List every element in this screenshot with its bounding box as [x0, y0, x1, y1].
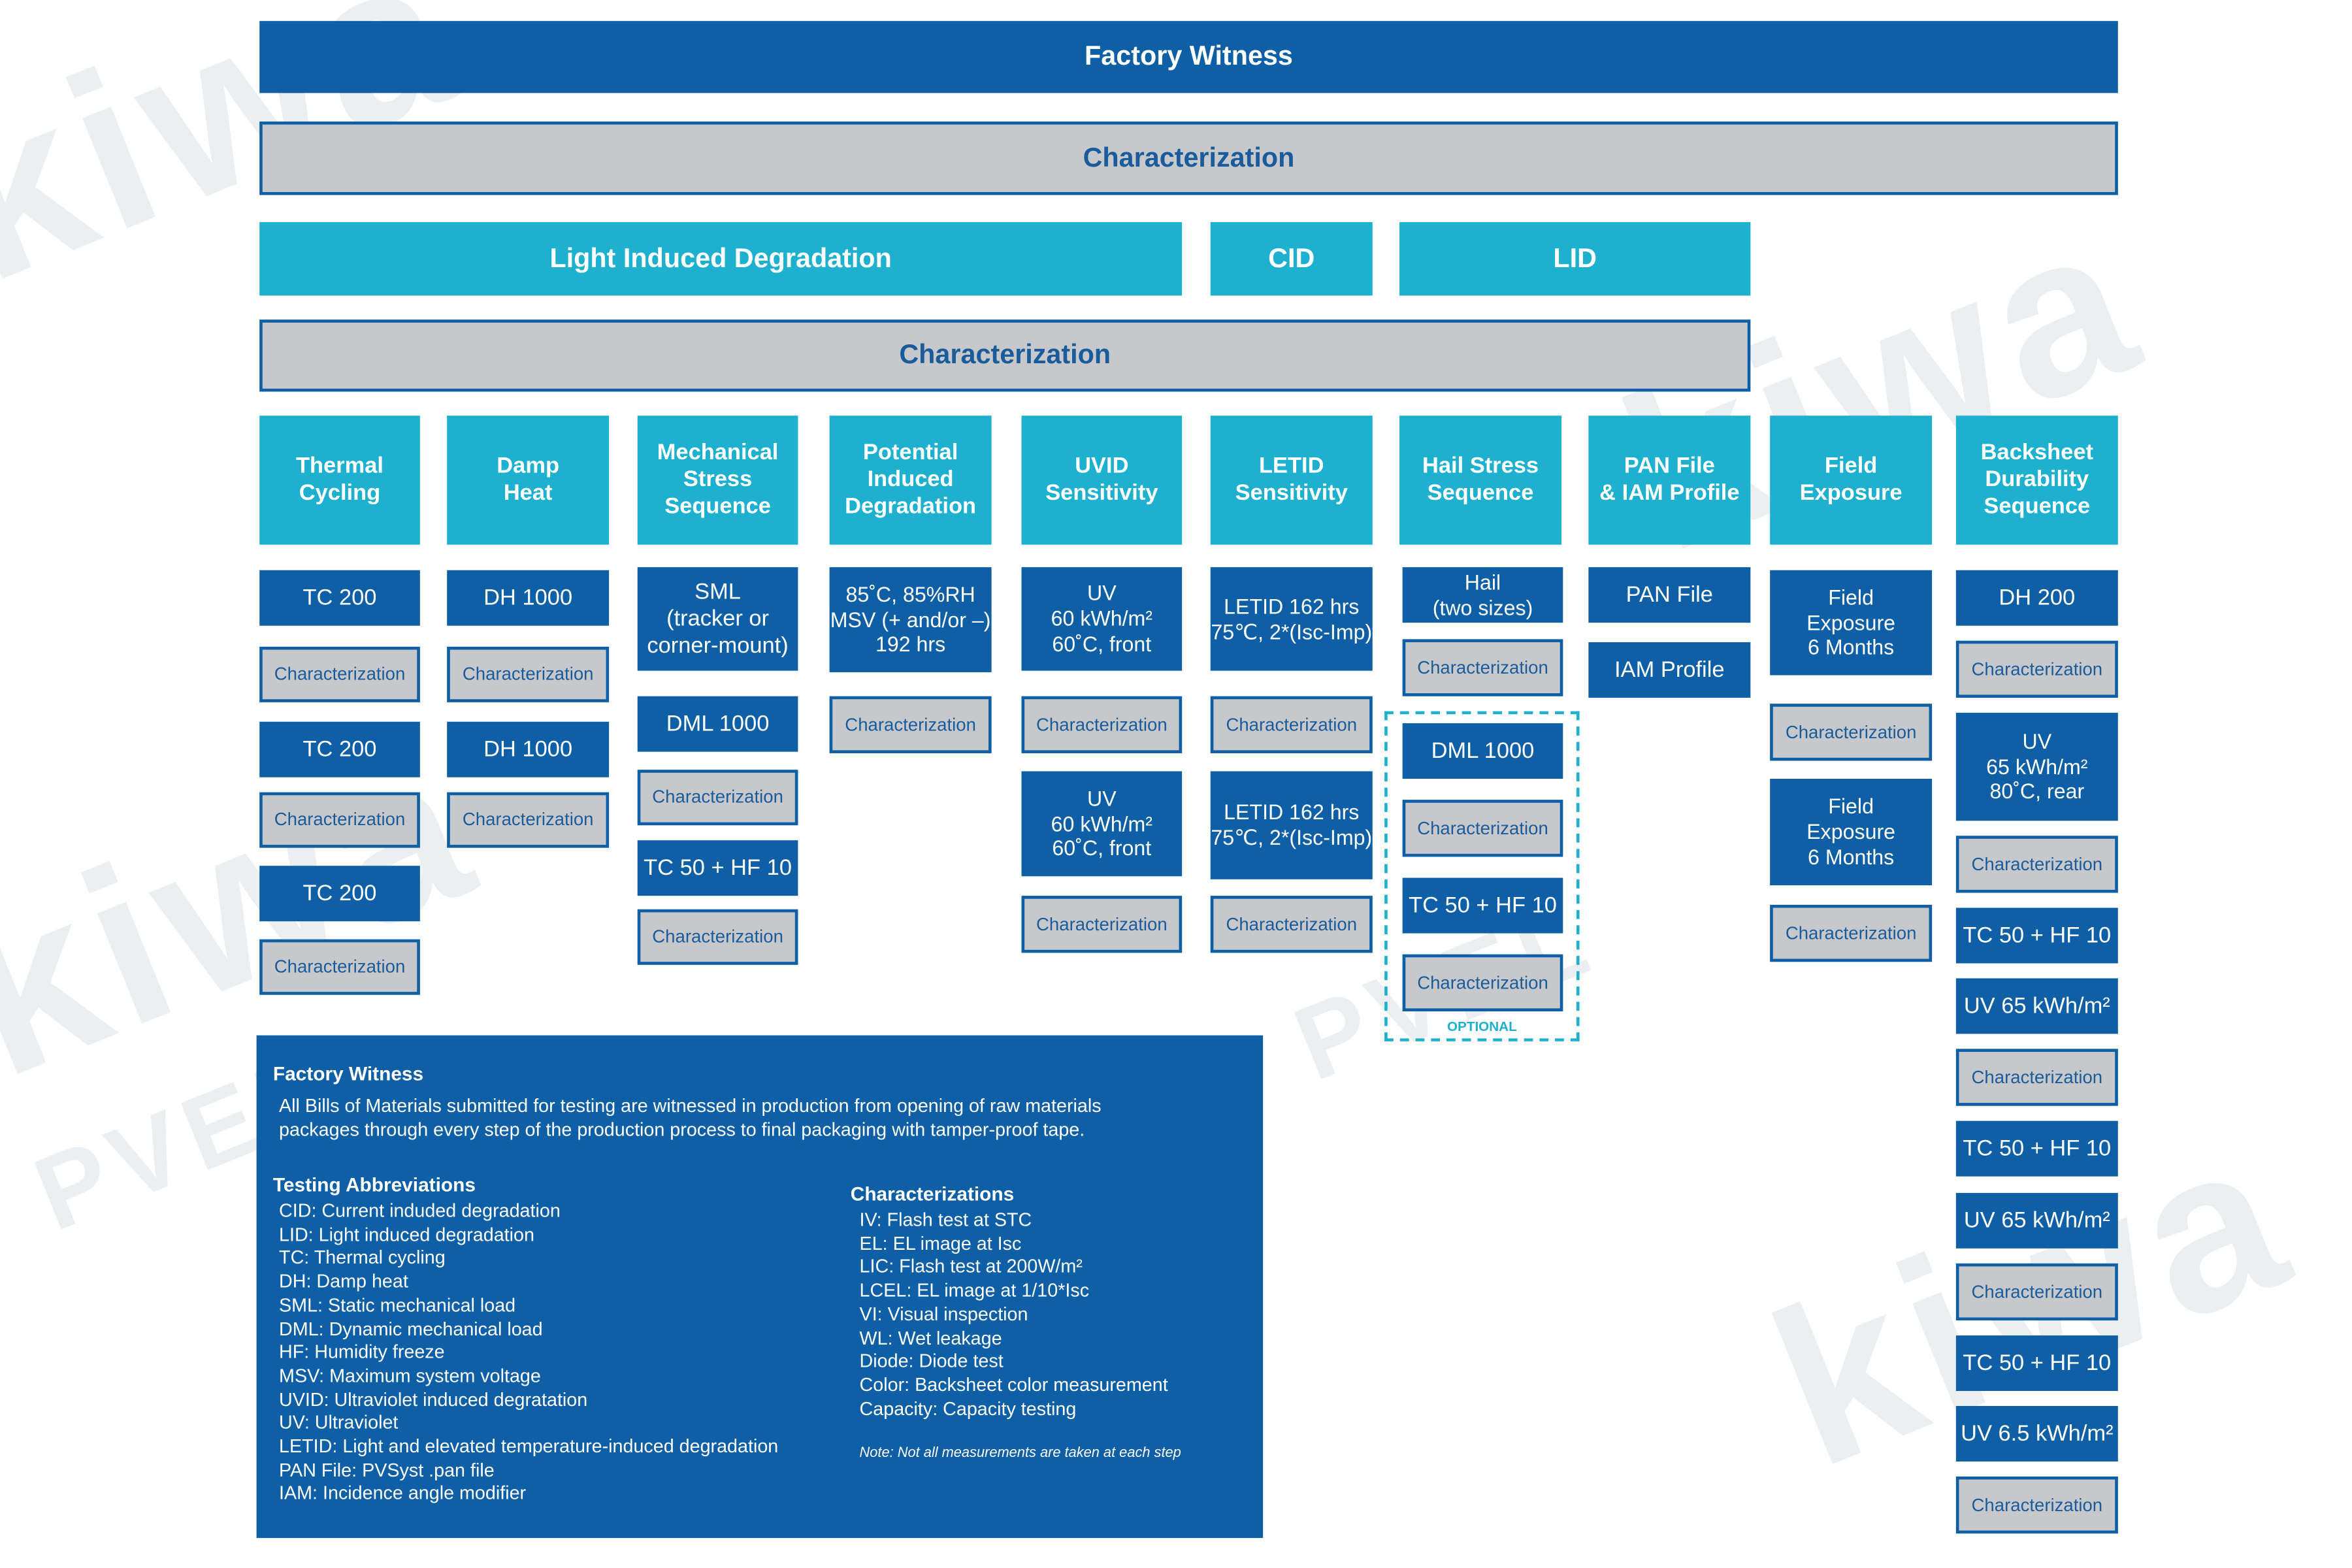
- characterization-step: Characterization: [1955, 1476, 2118, 1534]
- step-box: TC 50 + HF 10: [1402, 877, 1563, 934]
- step-box: UV 65 kWh/m² 80˚C, rear: [1955, 712, 2118, 821]
- list-item: DML: Dynamic mechanical load: [279, 1318, 543, 1339]
- step-box: UV 6.5 kWh/m²: [1955, 1406, 2118, 1462]
- list-item: IV: Flash test at STC: [859, 1209, 1032, 1231]
- column-header-mechanical-stress: Mechanical Stress Sequence: [637, 416, 798, 545]
- characterizations-list: IV: Flash test at STC EL: EL image at Is…: [860, 1209, 1168, 1422]
- characterization-step: Characterization: [1021, 896, 1183, 953]
- step-box: DH 200: [1955, 570, 2118, 626]
- list-item: Capacity: Capacity testing: [859, 1397, 1077, 1419]
- characterization-step: Characterization: [1210, 696, 1373, 753]
- step-box: UV 60 kWh/m² 60˚C, front: [1021, 771, 1183, 877]
- step-box: 85˚C, 85%RH MSV (+ and/or –) 192 hrs: [829, 567, 992, 672]
- characterization-step: Characterization: [259, 646, 420, 702]
- list-item: Color: Backsheet color measurement: [859, 1374, 1168, 1396]
- step-box: IAM Profile: [1588, 642, 1751, 698]
- legend-note: Note: Not all measurements are taken at …: [859, 1445, 1181, 1462]
- column-header-damp-heat: Damp Heat: [447, 416, 610, 545]
- list-item: LID: Light induced degradation: [279, 1224, 534, 1245]
- list-item: CID: Current induded degradation: [279, 1200, 561, 1222]
- step-box: TC 50 + HF 10: [637, 840, 798, 896]
- characterization-step: Characterization: [1770, 904, 1933, 962]
- legend-panel: Factory Witness All Bills of Materials s…: [256, 1035, 1264, 1539]
- characterization-step: Characterization: [1770, 704, 1933, 761]
- factory-witness-banner: Factory Witness: [259, 21, 2118, 93]
- characterization-step: Characterization: [259, 939, 420, 995]
- list-item: LETID: Light and elevated temperature-in…: [279, 1436, 779, 1458]
- legend-abbreviations-title: Testing Abbreviations: [272, 1173, 476, 1196]
- list-item: LCEL: EL image at 1/10*Isc: [859, 1280, 1090, 1301]
- list-item: VI: Visual inspection: [859, 1303, 1028, 1325]
- list-item: TC: Thermal cycling: [279, 1247, 446, 1269]
- characterization-step: Characterization: [1955, 1049, 2118, 1106]
- list-item: Diode: Diode test: [859, 1350, 1004, 1372]
- step-box: TC 50 + HF 10: [1955, 1120, 2118, 1177]
- list-item: LIC: Flash test at 200W/m²: [859, 1256, 1083, 1278]
- step-box: DML 1000: [637, 696, 798, 752]
- step-box: TC 200: [259, 570, 420, 626]
- optional-group: [1384, 711, 1580, 1041]
- legend-factory-witness-title: Factory Witness: [272, 1062, 424, 1085]
- characterization-step: Characterization: [1955, 640, 2118, 698]
- characterization-step: Characterization: [1402, 954, 1563, 1011]
- abbreviations-list: CID: Current induded degradation LID: Li…: [279, 1200, 778, 1507]
- step-box: DH 1000: [447, 721, 610, 777]
- step-box: UV 65 kWh/m²: [1955, 1192, 2118, 1249]
- step-box: Hail (two sizes): [1402, 567, 1563, 623]
- step-box: TC 50 + HF 10: [1955, 907, 2118, 964]
- characterization-step: Characterization: [637, 909, 798, 965]
- step-box: SML (tracker or corner-mount): [637, 567, 798, 671]
- step-box: Field Exposure 6 Months: [1770, 778, 1933, 886]
- column-header-pan-iam: PAN File & IAM Profile: [1588, 416, 1751, 545]
- column-header-uvid: UVID Sensitivity: [1021, 416, 1183, 545]
- list-item: PAN File: PVSyst .pan file: [279, 1460, 495, 1481]
- optional-label: OPTIONAL: [1446, 1019, 1517, 1034]
- characterization-step: Characterization: [1955, 1263, 2118, 1321]
- column-header-thermal-cycling: Thermal Cycling: [259, 416, 420, 545]
- characterization-step: Characterization: [447, 646, 610, 702]
- step-box: PAN File: [1588, 567, 1751, 623]
- characterization-banner-secondary: Characterization: [259, 319, 1751, 392]
- characterization-step: Characterization: [1955, 836, 2118, 893]
- list-item: IAM: Incidence angle modifier: [279, 1483, 527, 1505]
- step-box: TC 200: [259, 721, 420, 777]
- step-box: Field Exposure 6 Months: [1770, 570, 1933, 676]
- list-item: SML: Static mechanical load: [279, 1294, 516, 1316]
- column-header-pid: Potential Induced Degradation: [829, 416, 992, 545]
- characterization-step: Characterization: [637, 770, 798, 826]
- light-induced-degradation-banner: Light Induced Degradation: [259, 221, 1183, 296]
- step-box: TC 50 + HF 10: [1955, 1335, 2118, 1392]
- step-box: LETID 162 hrs 75℃, 2*(Isc-Imp): [1210, 771, 1373, 879]
- characterization-step: Characterization: [1402, 639, 1563, 696]
- list-item: UVID: Ultraviolet induced degratation: [279, 1388, 588, 1411]
- cid-banner: CID: [1210, 221, 1373, 296]
- step-box: UV 65 kWh/m²: [1955, 978, 2118, 1034]
- step-box: LETID 162 hrs 75℃, 2*(Isc-Imp): [1210, 567, 1373, 671]
- list-item: HF: Humidity freeze: [279, 1341, 445, 1363]
- list-item: UV: Ultraviolet: [279, 1412, 399, 1434]
- step-box: TC 200: [259, 866, 420, 922]
- legend-characterizations-title: Characterizations: [850, 1182, 1015, 1205]
- step-box: UV 60 kWh/m² 60˚C, front: [1021, 567, 1183, 671]
- list-item: DH: Damp heat: [279, 1271, 408, 1292]
- column-header-backsheet: Backsheet Durability Sequence: [1955, 416, 2118, 545]
- characterization-step: Characterization: [829, 696, 992, 753]
- characterization-step: Characterization: [1210, 896, 1373, 953]
- list-item: WL: Wet leakage: [859, 1327, 1002, 1348]
- characterization-banner: Characterization: [259, 122, 2118, 195]
- list-item: MSV: Maximum system voltage: [279, 1365, 541, 1386]
- column-header-letid: LETID Sensitivity: [1210, 416, 1373, 545]
- characterization-step: Characterization: [1021, 696, 1183, 753]
- column-header-field-exposure: Field Exposure: [1770, 416, 1933, 545]
- legend-factory-witness-text: All Bills of Materials submitted for tes…: [279, 1095, 1102, 1141]
- list-item: EL: EL image at Isc: [859, 1233, 1022, 1254]
- lid-banner: LID: [1399, 221, 1751, 296]
- characterization-step: Characterization: [447, 792, 610, 848]
- characterization-step: Characterization: [259, 792, 420, 848]
- step-box: DH 1000: [447, 570, 610, 626]
- column-header-hail-stress: Hail Stress Sequence: [1399, 416, 1562, 545]
- characterization-step: Characterization: [1402, 800, 1563, 857]
- step-box: DML 1000: [1402, 723, 1563, 779]
